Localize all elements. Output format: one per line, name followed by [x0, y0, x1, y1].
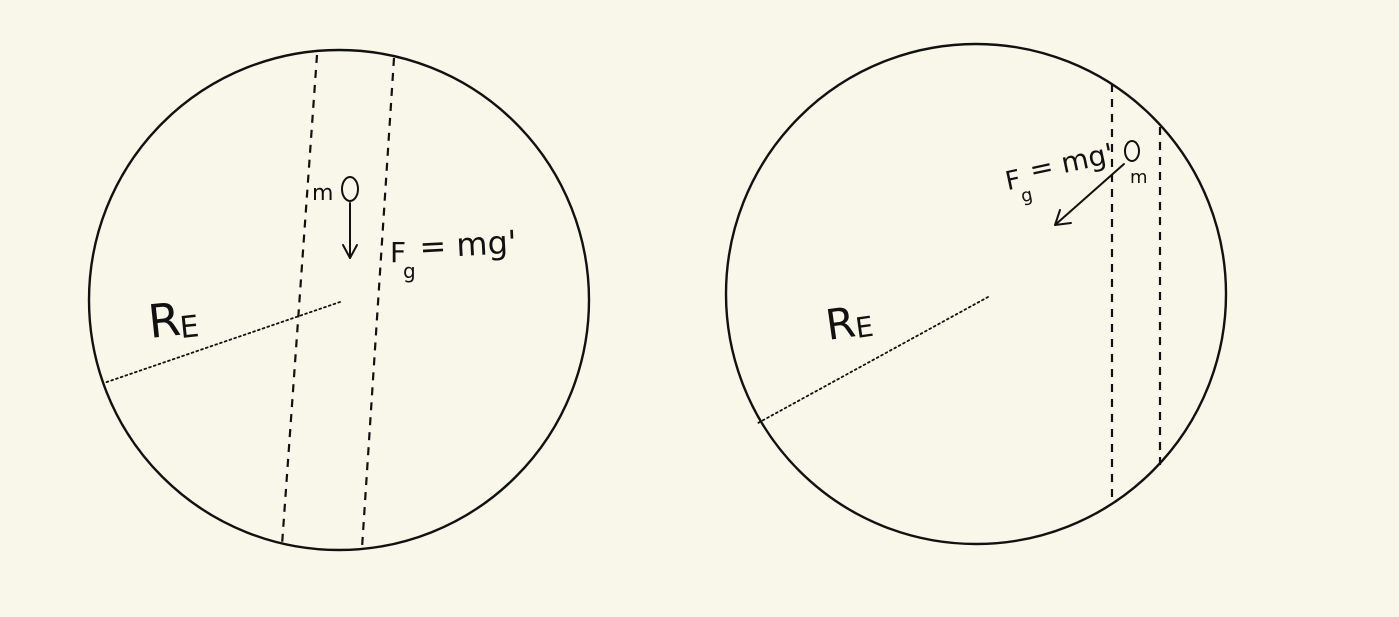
tunnel-wall-left-b — [360, 57, 396, 549]
diagram-left: R E m F g = mg' — [87, 48, 591, 552]
mass-ball-left — [341, 176, 359, 202]
force-arrow-left-head — [342, 244, 358, 259]
radius-label-left-sub: E — [178, 309, 201, 346]
diagram-right: R E m F g = mg' — [724, 42, 1228, 546]
force-label-right: F g = mg' — [1003, 137, 1117, 207]
force-label-left-sub: g — [403, 259, 416, 283]
tunnel-wall-left-a — [280, 54, 319, 546]
force-label-right-eq: = mg' — [1026, 137, 1116, 187]
force-label-right-sub: g — [1019, 184, 1035, 207]
force-label-right-f: F — [1003, 165, 1024, 197]
radius-label-right-sub: E — [853, 310, 875, 345]
radius-line-right — [757, 296, 989, 424]
mass-ball-right — [1124, 140, 1140, 162]
mass-label-right: m — [1130, 167, 1148, 188]
force-label-left: F g = mg' — [390, 223, 518, 283]
force-label-left-f: F — [390, 236, 406, 269]
force-arrow-right-head — [1054, 209, 1072, 226]
radius-label-right: R — [823, 297, 859, 350]
earth-circle-left — [87, 48, 591, 552]
force-arrow-right-shaft — [1054, 163, 1125, 226]
radius-label-left: R — [146, 292, 183, 349]
earth-circle-right — [724, 42, 1228, 546]
radius-line-left — [103, 301, 341, 384]
force-label-left-eq: = mg' — [418, 223, 517, 266]
mass-label-left: m — [312, 181, 333, 206]
